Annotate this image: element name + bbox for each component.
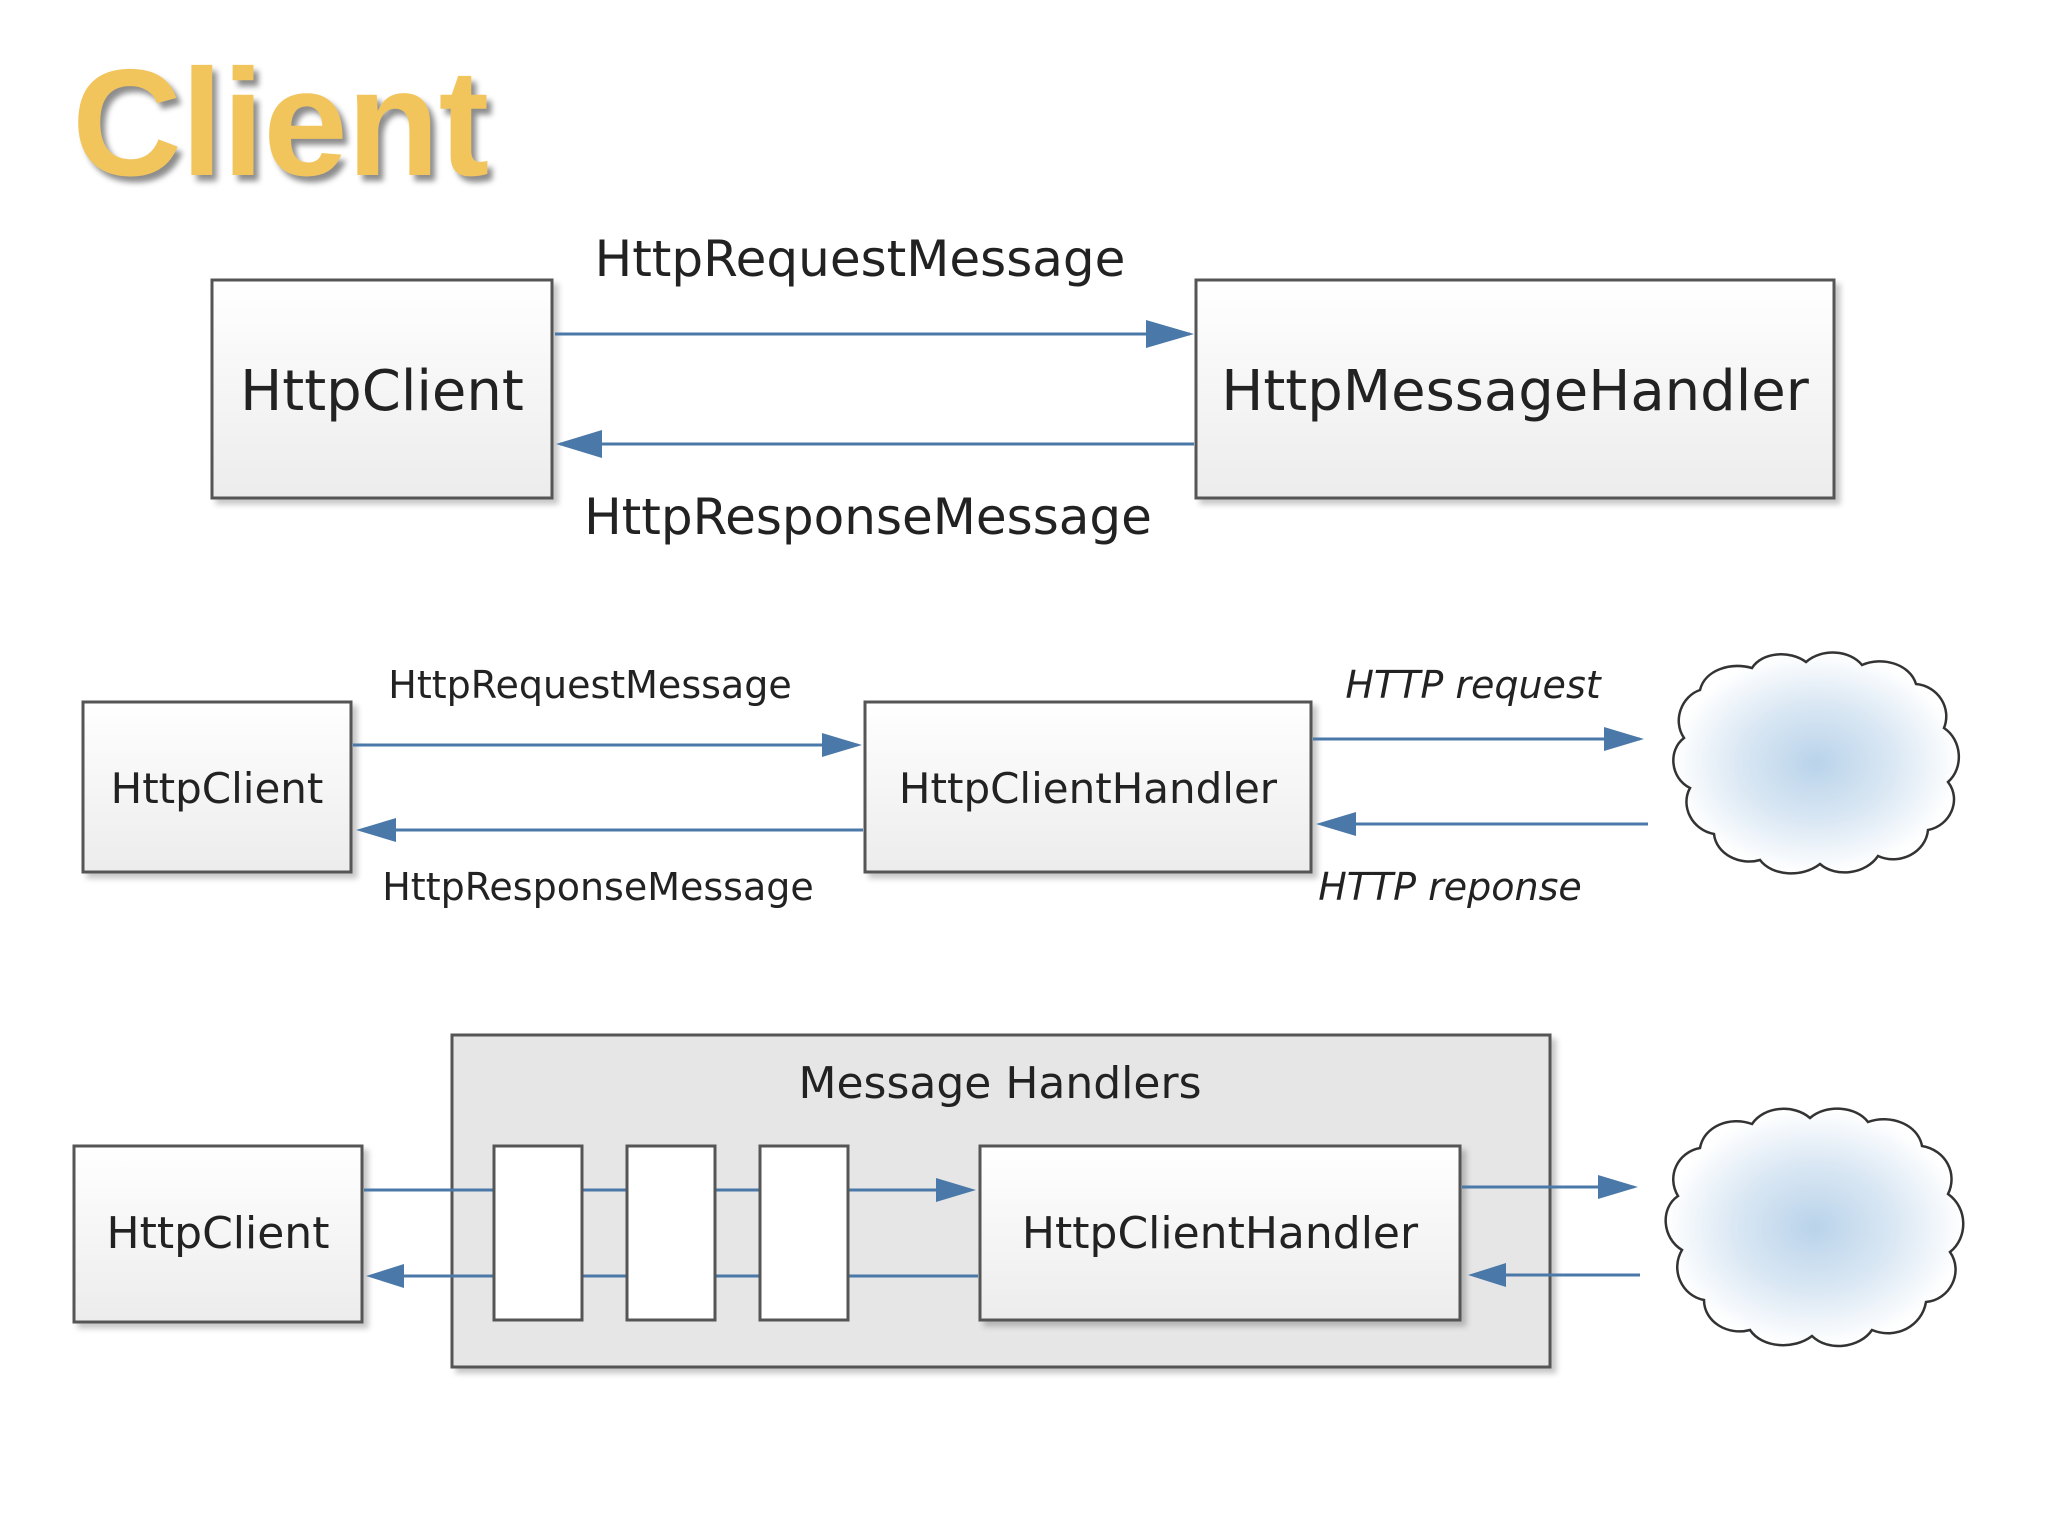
diagram-3: Message Handlers HttpClient HttpClientHa… [72, 1033, 1965, 1369]
diagram3-response-arrowhead [366, 1264, 404, 1288]
diagram3-handler-box-1 [492, 1144, 584, 1322]
diagram2-httpclienthandler-label: HttpClientHandler [899, 764, 1278, 813]
cloud-icon [1664, 1107, 1965, 1348]
diagram2-response-label: HttpResponseMessage [382, 865, 814, 909]
diagram2-request-arrowhead [822, 733, 862, 757]
diagram1-httpclient-box [210, 278, 554, 500]
diagram-2: HttpClient HttpClientHandler HttpRequest… [81, 651, 1961, 909]
diagram1-request-label: HttpRequestMessage [595, 230, 1126, 288]
diagram2-http-response-arrowhead [1316, 812, 1356, 836]
diagram2-httpclient-box [81, 700, 353, 874]
diagram1-httpclient-label: HttpClient [240, 359, 524, 424]
diagram-1: HttpClient HttpMessageHandler HttpReques… [210, 230, 1836, 546]
diagram3-request-arrowhead [936, 1178, 976, 1202]
diagram3-handler-box-2 [625, 1144, 717, 1322]
diagram3-message-handlers-label: Message Handlers [798, 1058, 1201, 1109]
diagram3-httpclienthandler-label: HttpClientHandler [1022, 1208, 1419, 1259]
diagram1-response-arrowhead [556, 430, 602, 458]
diagram2-httpclient-label: HttpClient [111, 764, 324, 813]
diagram3-httpclient-label: HttpClient [107, 1208, 330, 1259]
diagram3-httpclienthandler-box [978, 1144, 1462, 1322]
diagram3-http-response-arrowhead [1468, 1263, 1506, 1287]
diagram3-handler-box-3 [758, 1144, 850, 1322]
diagram1-httpmessagehandler-label: HttpMessageHandler [1221, 359, 1809, 424]
diagram2-http-request-arrowhead [1604, 727, 1644, 751]
slide-title: Client [72, 38, 489, 208]
diagram3-http-request-arrowhead [1598, 1175, 1638, 1199]
diagram2-http-request-label: HTTP request [1345, 663, 1602, 707]
diagram1-httpmessagehandler-box [1194, 278, 1836, 500]
cloud-icon [1672, 651, 1961, 875]
diagram2-httpclienthandler-box [863, 700, 1313, 874]
diagram1-response-label: HttpResponseMessage [584, 488, 1152, 546]
diagram2-request-label: HttpRequestMessage [388, 663, 791, 707]
diagram1-request-arrowhead [1146, 320, 1194, 348]
diagram2-response-arrowhead [356, 818, 396, 842]
diagram3-httpclient-box [72, 1144, 364, 1324]
diagram2-http-response-label: HTTP reponse [1318, 865, 1582, 909]
